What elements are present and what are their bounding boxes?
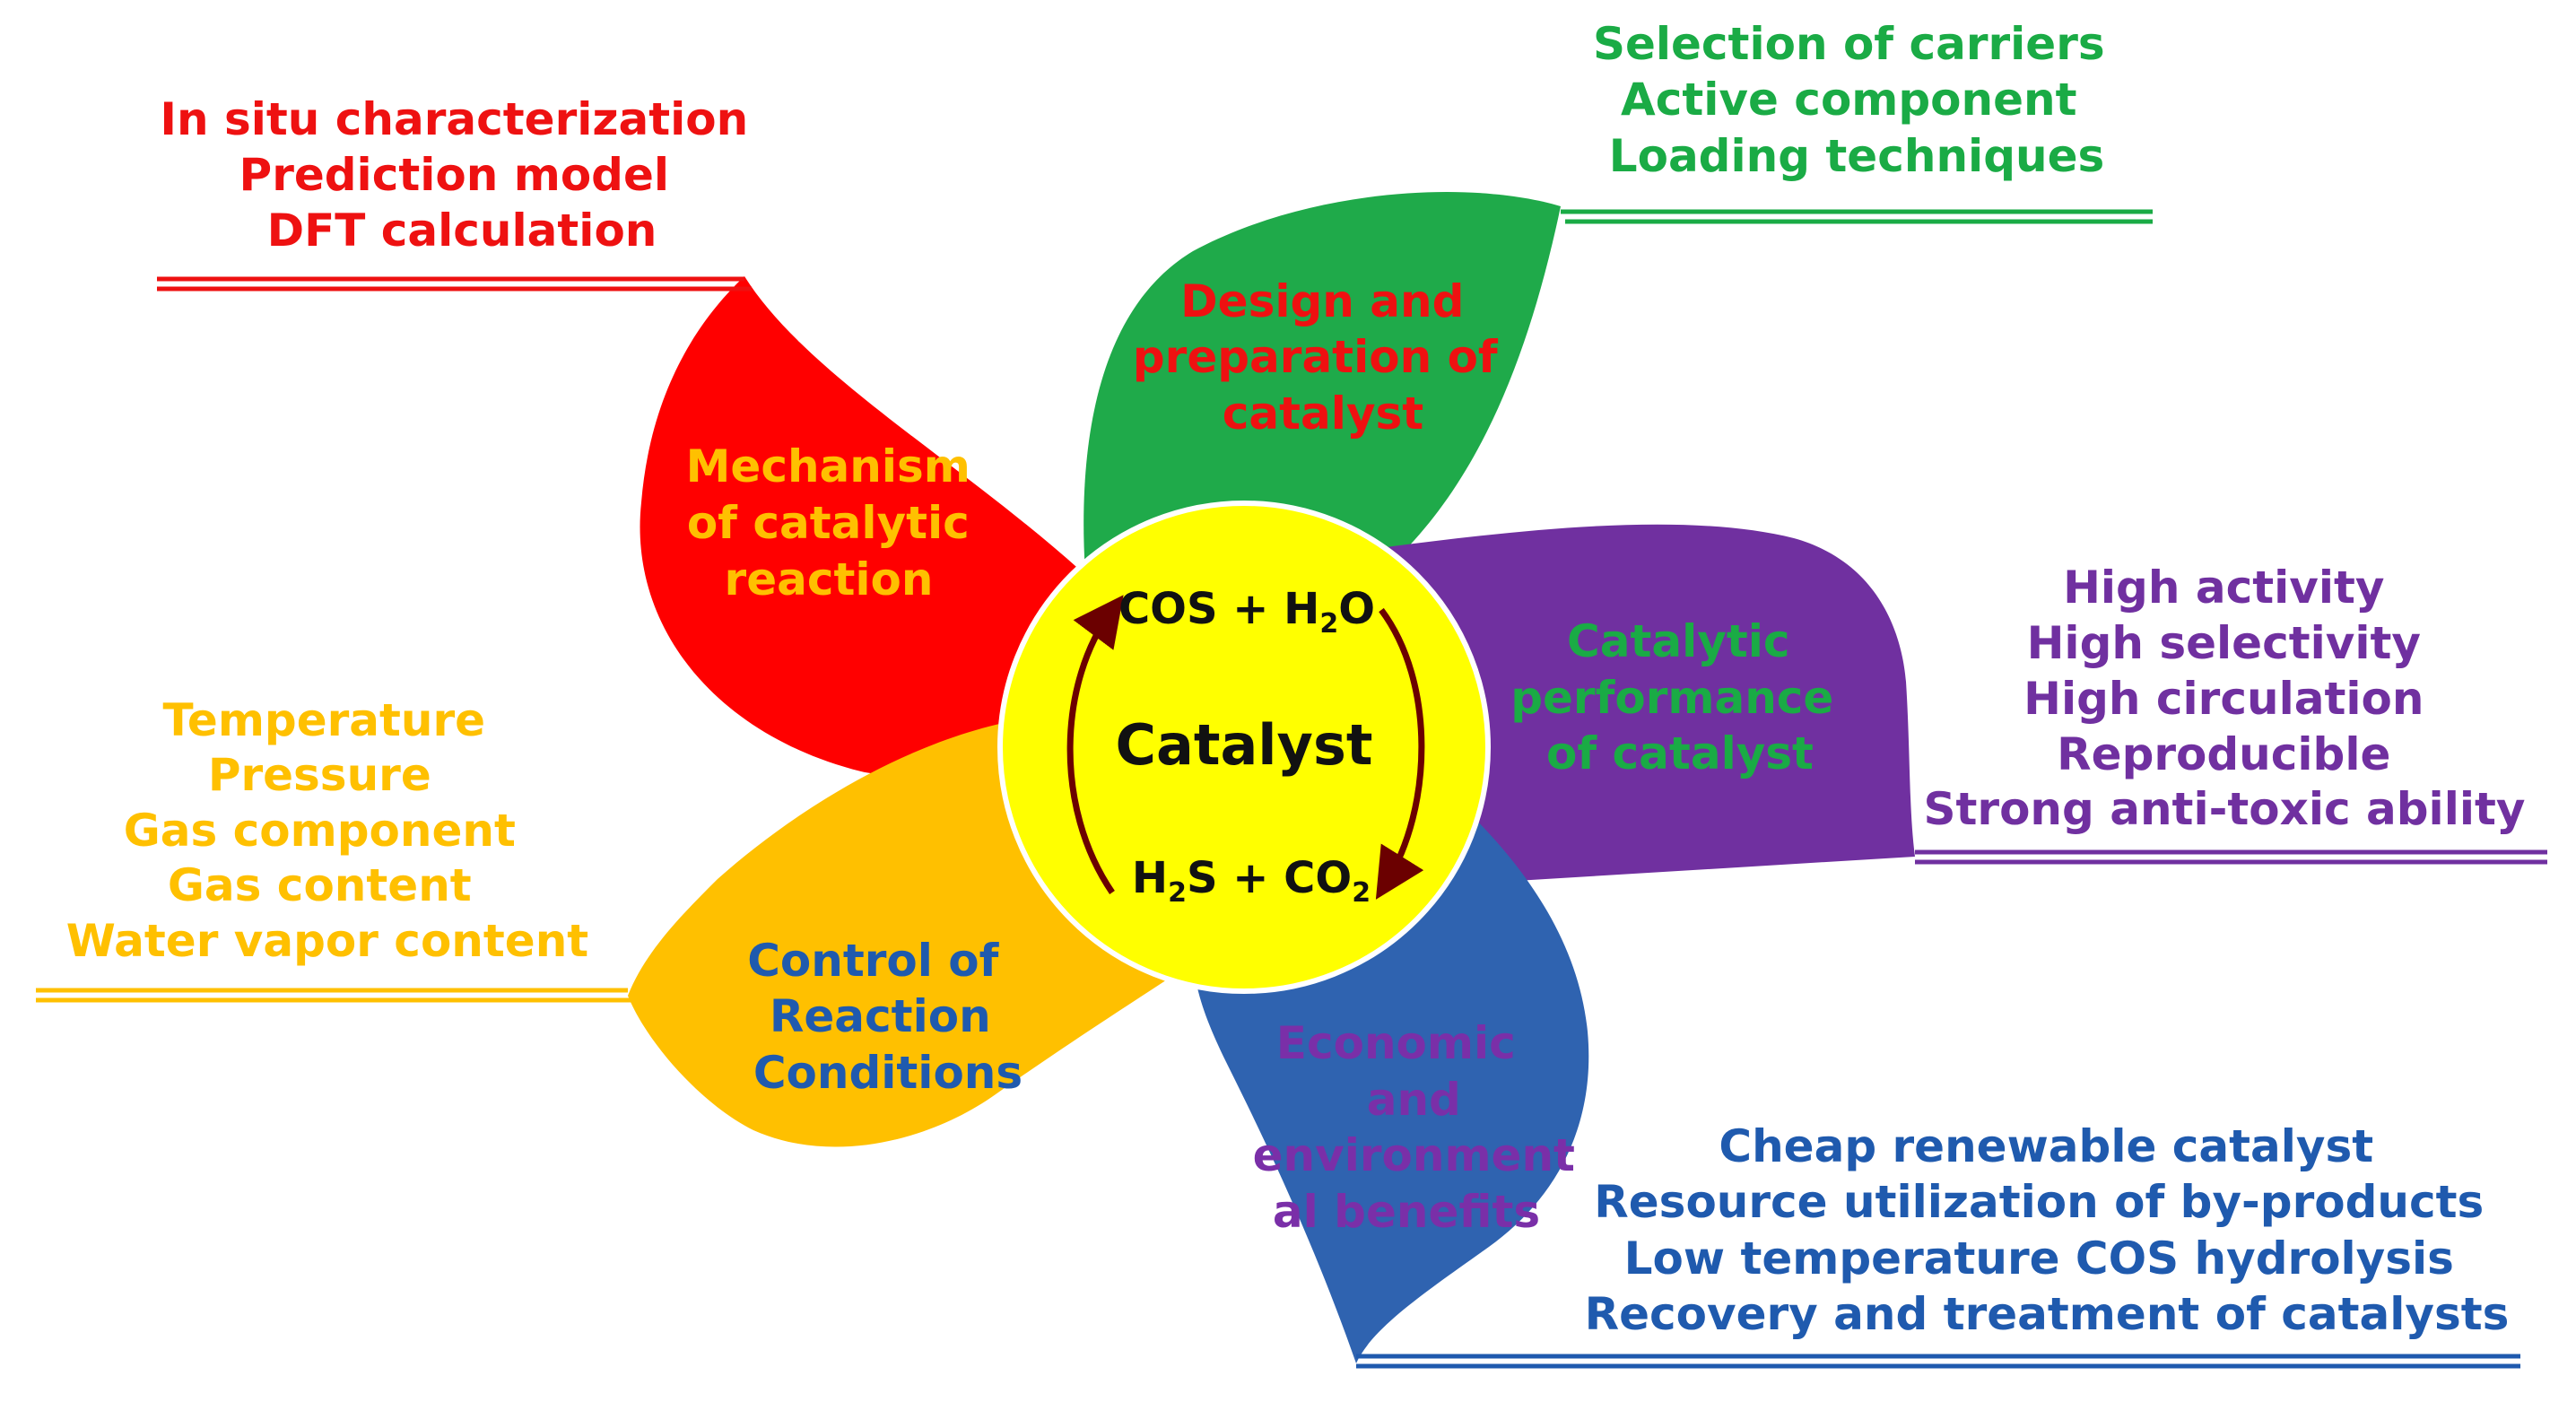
- note-line: Active component: [1621, 74, 2077, 126]
- connector-conditions: [36, 988, 635, 1003]
- petal-economic-label: Economic and environment al benefits: [1253, 1017, 1591, 1238]
- equation-reactants: COS + H2O: [1118, 584, 1375, 640]
- equation-products-part: H: [1132, 853, 1168, 903]
- petal-conditions-label-line: Reaction: [770, 990, 991, 1042]
- center-title: Catalyst: [1115, 712, 1372, 778]
- petal-conditions-label-line: Conditions: [753, 1047, 1023, 1099]
- connector-performance: [1915, 849, 2547, 865]
- note-line: Low temperature COS hydrolysis: [1624, 1232, 2454, 1284]
- note-line: High circulation: [2023, 673, 2424, 725]
- note-line: DFT calculation: [267, 205, 657, 257]
- petal-performance: Catalytic performance of catalyst: [1386, 524, 1915, 884]
- note-line: Cheap renewable catalyst: [1719, 1120, 2373, 1172]
- petal-mechanism-label-line: reaction: [725, 553, 934, 605]
- note-line: Selection of carriers: [1593, 18, 2105, 70]
- notes-performance: High activity High selectivity High circ…: [1924, 562, 2526, 835]
- note-line: Loading techniques: [1609, 130, 2105, 182]
- note-line: Resource utilization of by-products: [1594, 1176, 2484, 1228]
- note-line: Reproducible: [2057, 728, 2390, 780]
- petal-mechanism-label-line: Mechanism: [686, 440, 970, 492]
- petal-performance-label-line: Catalytic: [1567, 615, 1790, 667]
- notes-mechanism: In situ characterization Prediction mode…: [160, 93, 763, 257]
- note-line: Gas content: [168, 859, 472, 911]
- connector-mechanism: [157, 276, 752, 292]
- note-line: High selectivity: [2027, 617, 2421, 669]
- petal-economic-label-line: environment: [1253, 1129, 1575, 1181]
- petal-design-label-line: Design and: [1180, 275, 1464, 327]
- equation-reactants-part: O: [1338, 584, 1375, 634]
- note-line: Water vapor content: [66, 915, 588, 967]
- petal-design-label: Design and preparation of catalyst: [1133, 275, 1513, 440]
- petal-performance-shape: [1386, 524, 1915, 884]
- petal-mechanism-shape: [640, 276, 1094, 775]
- note-line: Strong anti-toxic ability: [1924, 783, 2526, 835]
- equation-subscript: 2: [1319, 608, 1338, 640]
- petal-economic-label-line: and: [1367, 1074, 1461, 1126]
- connector-economic: [1356, 1354, 2520, 1369]
- petal-performance-label-line: of catalyst: [1546, 727, 1814, 779]
- notes-economic: Cheap renewable catalyst Resource utiliz…: [1585, 1120, 2510, 1340]
- center-catalyst: COS + H2O Catalyst H2S + CO2: [997, 501, 1491, 994]
- notes-conditions: Temperature Pressure Gas component Gas c…: [66, 694, 588, 967]
- petal-economic-label-line: al benefits: [1273, 1186, 1540, 1238]
- petal-design-label-line: catalyst: [1223, 388, 1423, 440]
- petal-mechanism-label: Mechanism of catalytic reaction: [686, 440, 987, 605]
- cycle-arrow-left: [1066, 595, 1124, 894]
- cycle-arrow-right: [1375, 607, 1425, 900]
- petal-economic-label-line: Economic: [1276, 1017, 1516, 1069]
- note-line: Gas component: [124, 805, 516, 857]
- equation-subscript: 2: [1168, 877, 1187, 909]
- petal-conditions-label-line: Control of: [747, 935, 999, 987]
- note-line: Temperature: [162, 694, 485, 746]
- petal-performance-label: Catalytic performance of catalyst: [1510, 615, 1849, 779]
- petal-mechanism-label-line: of catalytic: [687, 497, 970, 549]
- note-line: High activity: [2063, 562, 2384, 614]
- note-line: Pressure: [208, 749, 431, 801]
- equation-products-part: S + CO: [1187, 853, 1352, 903]
- note-line: Recovery and treatment of catalysts: [1585, 1288, 2510, 1340]
- connector-design: [1561, 209, 2153, 224]
- petal-mechanism: Mechanism of catalytic reaction: [640, 276, 1094, 775]
- equation-products: H2S + CO2: [1132, 853, 1371, 909]
- note-line: Prediction model: [239, 149, 669, 201]
- petal-conditions-label: Control of Reaction Conditions: [747, 935, 1023, 1099]
- note-line: In situ characterization: [160, 93, 748, 145]
- petal-design-label-line: preparation of: [1133, 331, 1499, 383]
- equation-subscript: 2: [1352, 877, 1371, 909]
- notes-design: Selection of carriers Active component L…: [1593, 18, 2120, 182]
- equation-reactants-part: COS + H: [1118, 584, 1319, 634]
- petal-performance-label-line: performance: [1510, 672, 1833, 724]
